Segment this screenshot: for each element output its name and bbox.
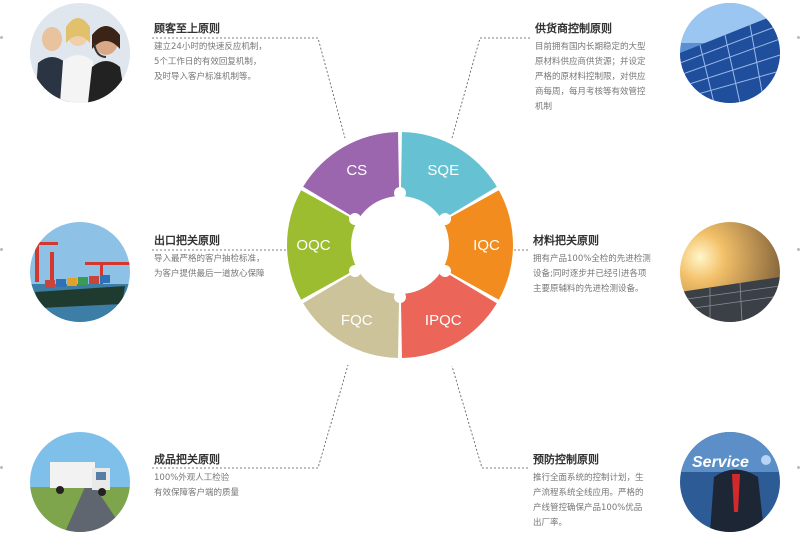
service-businessman-photo: Service <box>680 432 780 532</box>
block-text: 拥有产品100%全检的先进检测 设备;同时逐步并已经引进各项 主要原辅料的先进检… <box>533 254 651 294</box>
wheel-label-ipqc: IPQC <box>425 312 462 329</box>
block-title: 顾客至上原则 <box>154 22 220 35</box>
wheel-label-cs: CS <box>346 162 367 179</box>
edge-marker <box>797 36 800 39</box>
wheel-label-fqc: FQC <box>341 312 373 329</box>
wheel-notch <box>394 291 406 303</box>
material-control-block: 材料把关原则 拥有产品100%全检的先进检测 设备;同时逐步并已经引进各项 主要… <box>533 234 673 297</box>
wheel-segment-cs <box>303 132 400 221</box>
wheel-segment-ipqc <box>400 269 497 358</box>
wheel-notch <box>439 213 452 225</box>
wheel-notch <box>439 265 452 277</box>
wheel-segment-sqe <box>400 132 497 221</box>
block-text: 100%外观人工检验 有效保障客户端的质量 <box>154 473 240 498</box>
wheel-label-oqc: OQC <box>296 237 330 254</box>
edge-marker <box>0 466 3 469</box>
wheel-hub <box>351 196 449 294</box>
edge-marker <box>0 36 3 39</box>
edge-marker <box>797 248 800 251</box>
block-title: 材料把关原则 <box>533 234 599 247</box>
wheel-segment-oqc <box>287 190 359 300</box>
edge-marker <box>0 248 3 251</box>
wheel-notch <box>394 187 406 199</box>
prevention-control-block: 预防控制原则 推行全面系统的控制计划，生 产流程系统全线应用。严格的 产线管控确… <box>533 453 668 531</box>
sunset-solar-farm-photo <box>680 222 780 322</box>
service-text: Service <box>692 454 749 471</box>
block-title: 预防控制原则 <box>533 453 599 466</box>
supplier-control-block: 供货商控制原则 目前拥有国内长期稳定的大型 原材料供应商供货源；并设定 严格的原… <box>535 22 670 115</box>
wheel-notch <box>348 265 361 277</box>
edge-marker <box>797 466 800 469</box>
wheel-label-sqe: SQE <box>427 162 459 179</box>
wheel-segment-fqc <box>303 269 400 358</box>
block-text: 导入最严格的客户抽检标准， 为客户提供最后一道放心保障 <box>154 254 265 279</box>
wheel-segment-iqc <box>441 190 513 300</box>
wheel-label-iqc: IQC <box>473 237 500 254</box>
block-title: 供货商控制原则 <box>535 22 612 35</box>
wheel-notch <box>348 213 361 225</box>
block-text: 推行全面系统的控制计划，生 产流程系统全线应用。严格的 产线管控确保产品100%… <box>533 473 644 528</box>
customer-service-team-photo <box>30 3 130 103</box>
block-text: 目前拥有国内长期稳定的大型 原材料供应商供货源；并设定 严格的原材料控制限，对供… <box>535 42 646 112</box>
